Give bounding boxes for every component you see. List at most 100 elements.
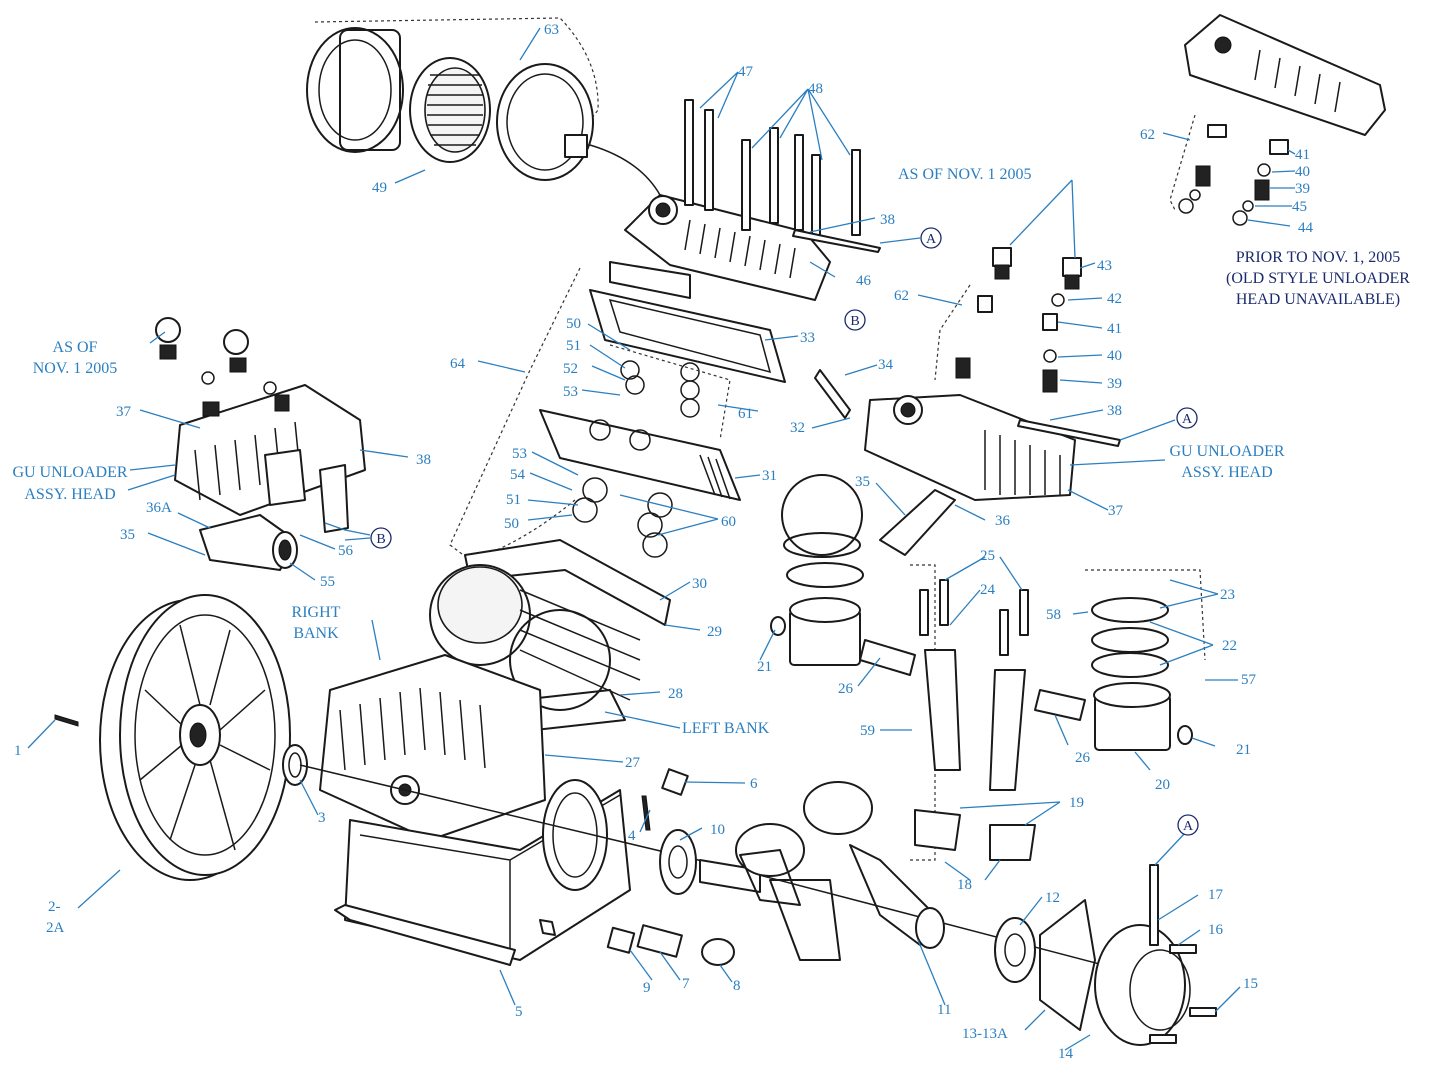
part-number: 41 xyxy=(1295,147,1310,163)
part-number: 31 xyxy=(762,468,777,484)
note-left-bank: LEFT BANK xyxy=(682,720,770,737)
part-number: 12 xyxy=(1045,890,1060,906)
note-prior-3: HEAD UNAVAILABLE) xyxy=(1236,291,1400,308)
part-number: 51 xyxy=(506,492,521,508)
part-number: 42 xyxy=(1107,291,1122,307)
part-number: 35 xyxy=(120,527,135,543)
part-number: 43 xyxy=(1097,258,1112,274)
notes: AS OF NOV. 1 2005 AS OF NOV. 1 2005 PRIO… xyxy=(12,166,1410,737)
part-number: 37 xyxy=(116,404,132,420)
note-prior-2: (OLD STYLE UNLOADER xyxy=(1226,270,1410,287)
part-number: 2- xyxy=(48,899,61,915)
part-number: 11 xyxy=(937,1002,951,1018)
part-number: 29 xyxy=(707,624,722,640)
part-number: 56 xyxy=(338,543,354,559)
part-number: 39 xyxy=(1107,376,1122,392)
ref-b-left-label: B xyxy=(376,532,385,547)
leader-lines xyxy=(27,27,1296,1051)
ref-a-bottom xyxy=(1177,814,1199,836)
part-number: 15 xyxy=(1243,976,1258,992)
part-number: 51 xyxy=(566,338,581,354)
part-number: 55 xyxy=(320,574,335,590)
part-number: 6 xyxy=(750,776,758,792)
part-number: 26 xyxy=(1075,750,1091,766)
part-number: 37 xyxy=(1108,503,1124,519)
part-number: 9 xyxy=(643,980,651,996)
ref-b-left xyxy=(370,527,392,549)
part-number: 38 xyxy=(880,212,895,228)
old-style-unloader-head xyxy=(1169,14,1386,226)
note-right-bank-2: BANK xyxy=(293,625,339,642)
crankshaft-assembly xyxy=(299,764,1217,1046)
part-number: 54 xyxy=(510,467,526,483)
note-right-bank-1: RIGHT xyxy=(292,604,341,621)
part-number: 60 xyxy=(721,514,736,530)
note-as-of-left-1: AS OF xyxy=(53,339,98,356)
right-unloader-head xyxy=(814,247,1121,556)
part-number: 40 xyxy=(1107,348,1122,364)
reference-markers: A A A B B xyxy=(370,227,1199,836)
part-number: 32 xyxy=(790,420,805,436)
note-prior-1: PRIOR TO NOV. 1, 2005 xyxy=(1236,249,1400,266)
ref-b-right-label: B xyxy=(850,314,859,329)
ref-a-right-label: A xyxy=(1182,412,1193,427)
part-number: 62 xyxy=(894,288,909,304)
part-number: 41 xyxy=(1107,321,1122,337)
part-number: 45 xyxy=(1292,199,1307,215)
part-number: 52 xyxy=(563,361,578,377)
part-number: 58 xyxy=(1046,607,1061,623)
part-number: 62 xyxy=(1140,127,1155,143)
left-unloader-head xyxy=(155,317,366,571)
crankcase xyxy=(319,654,631,966)
part-number: 20 xyxy=(1155,777,1170,793)
part-number: 53 xyxy=(512,446,527,462)
part-number: 19 xyxy=(1069,795,1084,811)
part-number: 23 xyxy=(1220,587,1235,603)
part-number: 17 xyxy=(1208,887,1224,903)
part-number: 14 xyxy=(1058,1046,1074,1062)
part-number: 2A xyxy=(46,920,65,936)
note-gu-left-2: ASSY. HEAD xyxy=(24,486,115,503)
part-number: 21 xyxy=(1236,742,1251,758)
part-number: 33 xyxy=(800,330,815,346)
ref-a-top-label: A xyxy=(926,232,937,247)
part-number: 50 xyxy=(566,316,581,332)
ref-a-right xyxy=(1176,407,1198,429)
part-number: 8 xyxy=(733,978,741,994)
part-number: 7 xyxy=(682,976,690,992)
part-numbers: 63 49 47 48 38 46 64 50 51 52 53 33 61 3… xyxy=(14,22,1314,1062)
part-number: 25 xyxy=(980,548,995,564)
part-number: 61 xyxy=(738,406,753,422)
part-number: 44 xyxy=(1298,220,1314,236)
part-number: 3 xyxy=(318,810,326,826)
note-as-of-top: AS OF NOV. 1 2005 xyxy=(898,166,1032,183)
part-number: 39 xyxy=(1295,181,1310,197)
part-number: 13-13A xyxy=(962,1026,1008,1042)
part-number: 57 xyxy=(1241,672,1257,688)
ref-a-top xyxy=(920,227,942,249)
part-number: 38 xyxy=(1107,403,1122,419)
part-number: 63 xyxy=(544,22,559,38)
part-number: 40 xyxy=(1295,164,1310,180)
center-cylinder-head xyxy=(609,99,881,301)
part-number: 26 xyxy=(838,681,854,697)
note-gu-left-1: GU UNLOADER xyxy=(12,464,127,481)
part-number: 35 xyxy=(855,474,870,490)
part-number: 30 xyxy=(692,576,707,592)
part-number: 46 xyxy=(856,273,872,289)
part-number: 16 xyxy=(1208,922,1224,938)
note-as-of-left-2: NOV. 1 2005 xyxy=(33,360,118,377)
part-number: 4 xyxy=(628,828,636,844)
part-number: 22 xyxy=(1222,638,1237,654)
part-number: 1 xyxy=(14,743,22,759)
ref-a-bottom-label: A xyxy=(1183,819,1194,834)
note-gu-right-1: GU UNLOADER xyxy=(1169,443,1284,460)
pistons-and-rods xyxy=(770,474,1206,861)
part-number: 50 xyxy=(504,516,519,532)
cylinder-block xyxy=(429,539,671,731)
valve-plate-stack xyxy=(449,267,786,561)
part-number: 24 xyxy=(980,582,996,598)
part-number: 36 xyxy=(995,513,1011,529)
